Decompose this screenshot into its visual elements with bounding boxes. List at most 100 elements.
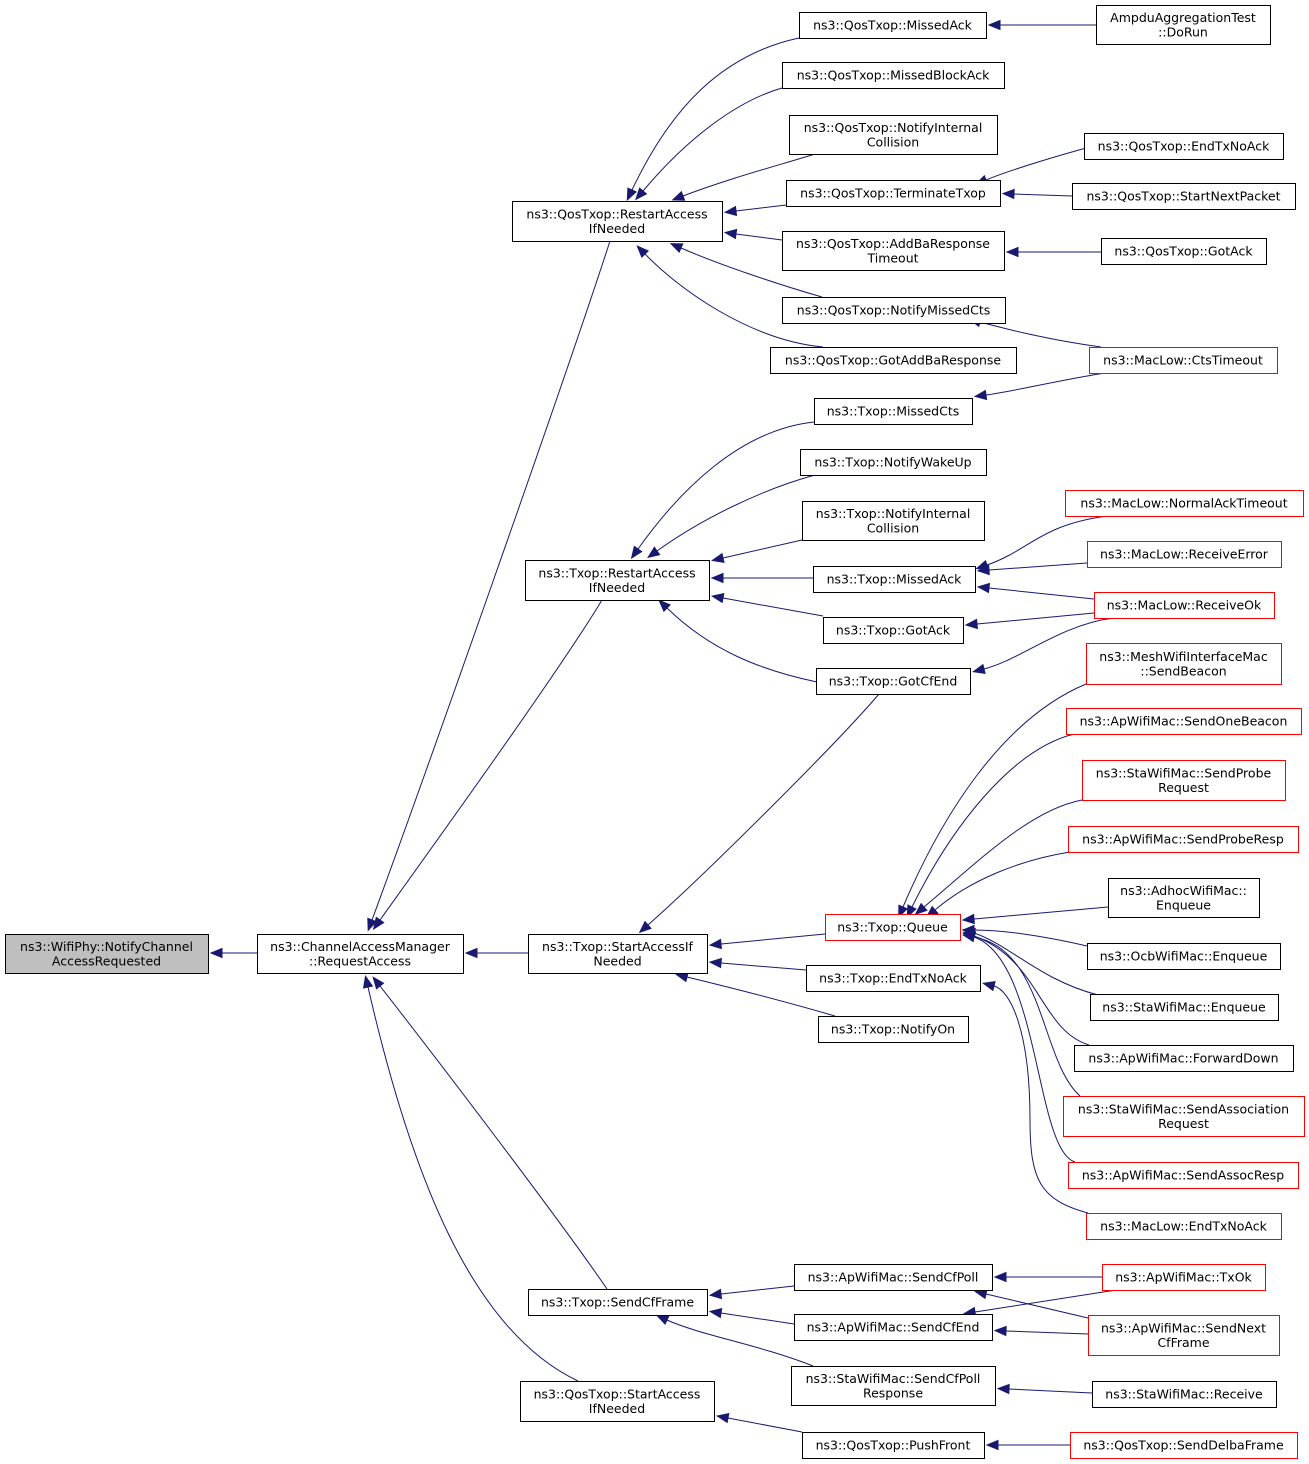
graph-node-apfwd[interactable]: ns3::ApWifiMac::ForwardDown [1074, 1045, 1294, 1072]
edge-line [973, 936, 1081, 1097]
node-box [1082, 760, 1286, 801]
graph-node-qmissack[interactable]: ns3::QosTxop::MissedAck [799, 12, 987, 39]
arrowhead-icon [976, 582, 991, 594]
graph-node-twake[interactable]: ns3::Txop::NotifyWakeUp [800, 449, 987, 476]
node-label-line: Enqueue [1156, 897, 1211, 912]
graph-node-root[interactable]: ns3::WifiPhy::NotifyChannelAccessRequest… [5, 934, 209, 974]
graph-node-qnotifycts[interactable]: ns3::QosTxop::NotifyMissedCts [782, 297, 1006, 324]
node-box [806, 965, 981, 992]
edge-line [720, 933, 826, 945]
edge-line [680, 247, 823, 298]
arrowhead-icon [723, 228, 738, 240]
node-label-line: ns3::QosTxop::MissedBlockAck [797, 68, 990, 83]
node-label-line: AccessRequested [52, 953, 161, 968]
edge-line [988, 562, 1088, 571]
node-box [1086, 1213, 1282, 1240]
edge-line [911, 733, 1075, 908]
node-box [257, 934, 464, 974]
arrowhead-icon [972, 663, 986, 675]
arrowhead-icon [1005, 246, 1019, 258]
graph-node-apcfpoll[interactable]: ns3::ApWifiMac::SendCfPoll [794, 1264, 993, 1291]
graph-node-tendtx[interactable]: ns3::Txop::EndTxNoAck [806, 965, 981, 992]
node-box [1101, 238, 1267, 265]
node-label-line: Collision [867, 520, 919, 535]
call-edge-qdelba-to-qpush [985, 1439, 1070, 1451]
node-label-line: ns3::Txop::Queue [837, 920, 948, 935]
graph-node-qterm[interactable]: ns3::QosTxop::TerminateTxop [786, 180, 1001, 207]
node-label-line: ns3::StaWifiMac::SendCfPoll [806, 1371, 981, 1386]
graph-node-meshbeacon[interactable]: ns3::MeshWifiInterfaceMac::SendBeacon [1086, 643, 1282, 685]
graph-node-qpush[interactable]: ns3::QosTxop::PushFront [802, 1432, 985, 1459]
graph-node-mcrecverr[interactable]: ns3::MacLow::ReceiveError [1087, 541, 1282, 568]
graph-node-tnotifyon[interactable]: ns3::Txop::NotifyOn [818, 1016, 969, 1043]
graph-node-qendtx[interactable]: ns3::QosTxop::EndTxNoAck [1084, 133, 1284, 160]
arrowhead-icon [671, 190, 686, 201]
node-box [528, 1289, 708, 1316]
node-label-line: ns3::Txop::SendCfFrame [541, 1295, 694, 1310]
graph-node-mcendtx[interactable]: ns3::MacLow::EndTxNoAck [1086, 1213, 1282, 1240]
graph-node-approbe[interactable]: ns3::ApWifiMac::SendProbeResp [1068, 826, 1299, 853]
graph-node-aptxok[interactable]: ns3::ApWifiMac::TxOk [1102, 1264, 1266, 1291]
edge-line [985, 372, 1106, 396]
graph-node-qdelba[interactable]: ns3::QosTxop::SendDelbaFrame [1070, 1432, 1298, 1459]
node-box [1086, 643, 1282, 685]
edge-line [722, 539, 803, 559]
graph-node-ocbenq[interactable]: ns3::OcbWifiMac::Enqueue [1087, 943, 1281, 970]
graph-node-aponebeacon[interactable]: ns3::ApWifiMac::SendOneBeacon [1066, 708, 1302, 735]
graph-node-mcrecvok[interactable]: ns3::MacLow::ReceiveOk [1094, 592, 1275, 619]
graph-node-tsendcf[interactable]: ns3::Txop::SendCfFrame [528, 1289, 708, 1316]
node-label-line: ns3::Txop::NotifyInternal [816, 506, 971, 521]
graph-node-qgotack[interactable]: ns3::QosTxop::GotAck [1101, 238, 1267, 265]
graph-node-tqueue[interactable]: ns3::Txop::Queue [825, 914, 961, 941]
arrowhead-icon [961, 913, 975, 925]
call-edge-starecv-to-stacfpoll [996, 1383, 1093, 1395]
call-edge-qmissack-to-qrestart [626, 37, 800, 202]
edge-line [993, 985, 1089, 1214]
graph-node-tmissack[interactable]: ns3::Txop::MissedAck [813, 566, 976, 593]
graph-node-starecv[interactable]: ns3::StaWifiMac::Receive [1092, 1381, 1277, 1408]
node-label-line: ns3::Txop::NotifyWakeUp [814, 455, 971, 470]
graph-node-qmissback[interactable]: ns3::QosTxop::MissedBlockAck [782, 62, 1005, 89]
edge-line [1005, 1330, 1089, 1335]
graph-node-mccts[interactable]: ns3::MacLow::CtsTimeout [1089, 347, 1278, 374]
call-edge-apassocresp-to-tqueue [962, 932, 1076, 1163]
node-label-line: ns3::QosTxop::StartNextPacket [1086, 189, 1280, 204]
graph-node-staenq[interactable]: ns3::StaWifiMac::Enqueue [1090, 994, 1279, 1021]
node-label-line: ns3::QosTxop::PushFront [816, 1438, 971, 1453]
edge-line [644, 253, 824, 348]
graph-node-mcnormal[interactable]: ns3::MacLow::NormalAckTimeout [1065, 490, 1304, 517]
node-label-line: ns3::ApWifiMac::SendCfEnd [807, 1320, 980, 1335]
graph-node-apassocresp[interactable]: ns3::ApWifiMac::SendAssocResp [1068, 1162, 1299, 1189]
edge-line [973, 929, 1088, 947]
call-edge-mcendtx-to-tendtx [982, 980, 1089, 1214]
node-box [1084, 133, 1284, 160]
edge-line [1008, 1388, 1093, 1394]
graph-node-tgotcfend[interactable]: ns3::Txop::GotCfEnd [816, 668, 971, 695]
node-label-line: ::RequestAccess [309, 953, 411, 968]
call-edge-qstartnext-to-qterm [1001, 188, 1073, 200]
call-edge-adhocenq-to-tqueue [961, 906, 1109, 925]
graph-node-adhocenq[interactable]: ns3::AdhocWifiMac::Enqueue [1108, 878, 1260, 918]
graph-node-qstartnext[interactable]: ns3::QosTxop::StartNextPacket [1072, 183, 1296, 210]
graph-node-tgotack[interactable]: ns3::Txop::GotAck [823, 617, 964, 644]
edge-line [637, 421, 815, 550]
graph-node-apcfend[interactable]: ns3::ApWifiMac::SendCfEnd [794, 1314, 993, 1341]
graph-node-ram[interactable]: ns3::ChannelAccessManager::RequestAccess [257, 934, 464, 974]
node-label-line: ns3::Txop::GotAck [836, 623, 951, 638]
graph-node-ampdu[interactable]: AmpduAggregationTest::DoRun [1096, 5, 1271, 45]
node-box [786, 180, 1001, 207]
graph-node-tmisscts[interactable]: ns3::Txop::MissedCts [814, 398, 973, 425]
graph-node-qgotaddba[interactable]: ns3::QosTxop::GotAddBaResponse [770, 347, 1017, 374]
node-box [823, 617, 964, 644]
